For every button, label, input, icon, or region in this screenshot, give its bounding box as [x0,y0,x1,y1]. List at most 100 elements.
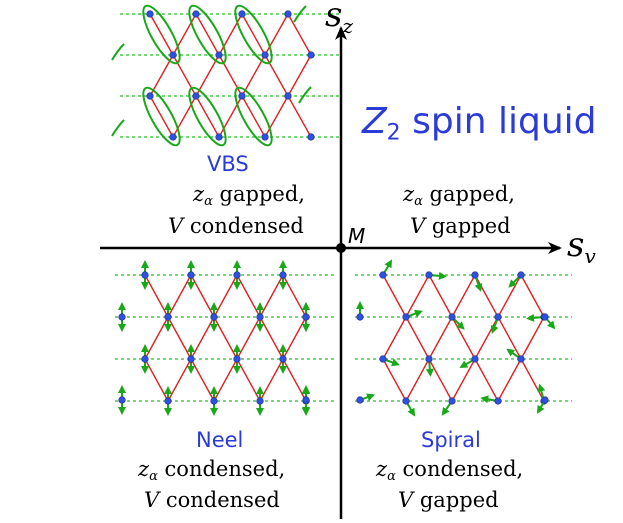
vbs-line1: zα gapped, [193,182,305,209]
lattice-bond [195,54,220,97]
spin-liquid-line1: zα gapped, [403,182,515,209]
lattice-site [146,92,154,100]
lattice-site [164,397,172,405]
lattice-site [279,271,287,279]
lattice-site [261,51,269,59]
lattice-bond [149,13,174,56]
vbs-title: VBS [207,152,249,176]
lattice-site [233,271,241,279]
lattice-site [425,355,433,363]
lattice-site [402,397,410,405]
dimer-ellipse [234,86,273,147]
lattice-bond [520,274,545,318]
lattice-bond [382,316,407,360]
lattice-site [541,313,549,321]
lattice-bond [236,316,261,360]
dimer-ellipse [188,4,227,65]
lattice-bond [382,358,407,402]
lattice-bond [144,358,169,402]
lattice-site [215,133,223,141]
lattice-bond [190,358,215,402]
lattice-site [210,397,218,405]
lattice-site [261,133,269,141]
lattice-bond [264,95,289,138]
dimer-arc [298,86,312,104]
lattice-bond [264,54,289,97]
lattice-site [302,313,310,321]
lattice-bond [520,316,545,360]
lattice-site [187,355,195,363]
lattice-site [356,396,364,404]
lattice-site [494,313,502,321]
lattice-bond [451,316,476,360]
lattice-site [356,313,364,321]
spin-liquid-title: Z2 spin liquid [362,101,597,146]
dimer-ellipse [142,86,181,147]
lattice-bond [241,95,266,138]
lattice-bond [520,358,545,402]
lattice-bond [405,358,430,402]
lattice-site [379,271,387,279]
origin-point [336,243,346,253]
lattice-site [118,396,126,404]
dimer-ellipse [188,86,227,147]
lattice-site [192,10,200,18]
lattice-bond [287,54,312,97]
lattice-bond [382,274,407,318]
lattice-bond [172,95,197,138]
lattice-site [517,355,525,363]
lattice-site [192,92,200,100]
lattice-bond [497,316,522,360]
lattice-bond [172,54,197,97]
lattice-site [448,397,456,405]
lattice-site [279,355,287,363]
lattice-site [233,355,241,363]
lattice-bond [218,95,243,138]
lattice-bond [451,358,476,402]
lattice-bond [282,316,307,360]
spiral-line2: V gapped [398,488,499,512]
lattice-site [494,397,502,405]
lattice-bond [236,274,261,318]
lattice-site [284,92,292,100]
lattice-bond [167,316,192,360]
lattice-bond [474,358,499,402]
lattice-bond [497,274,522,318]
lattice-site [169,51,177,59]
lattice-site [215,51,223,59]
lattice-site [307,133,315,141]
lattice-bond [190,274,215,318]
vbs-lattice [111,4,341,147]
lattice-bond [287,13,312,56]
lattice-bond [213,274,238,318]
lattice-site [471,355,479,363]
dimer-ellipse [234,4,273,65]
neel-title: Neel [196,428,244,452]
lattice-bond [218,54,243,97]
lattice-site [187,271,195,279]
lattice-site [164,313,172,321]
y-axis-label: sz [325,0,353,38]
lattice-bond [213,358,238,402]
lattice-bond [428,316,453,360]
lattice-bond [282,274,307,318]
lattice-site [448,313,456,321]
lattice-bond [167,274,192,318]
lattice-site [471,271,479,279]
lattice-bond [167,358,192,402]
neel-line2: V condensed [144,488,280,512]
lattice-bond [264,13,289,56]
lattice-bond [428,358,453,402]
lattice-site [146,10,154,18]
lattice-bond [195,13,220,56]
lattice-site [302,396,310,404]
vbs-line2: V condensed [168,214,304,238]
dimer-arc [293,5,307,23]
lattice-bond [451,274,476,318]
lattice-bond [259,358,284,402]
spiral-title: Spiral [421,428,481,452]
lattice-site [118,313,126,321]
lattice-site [256,313,264,321]
lattice-bond [241,54,266,97]
